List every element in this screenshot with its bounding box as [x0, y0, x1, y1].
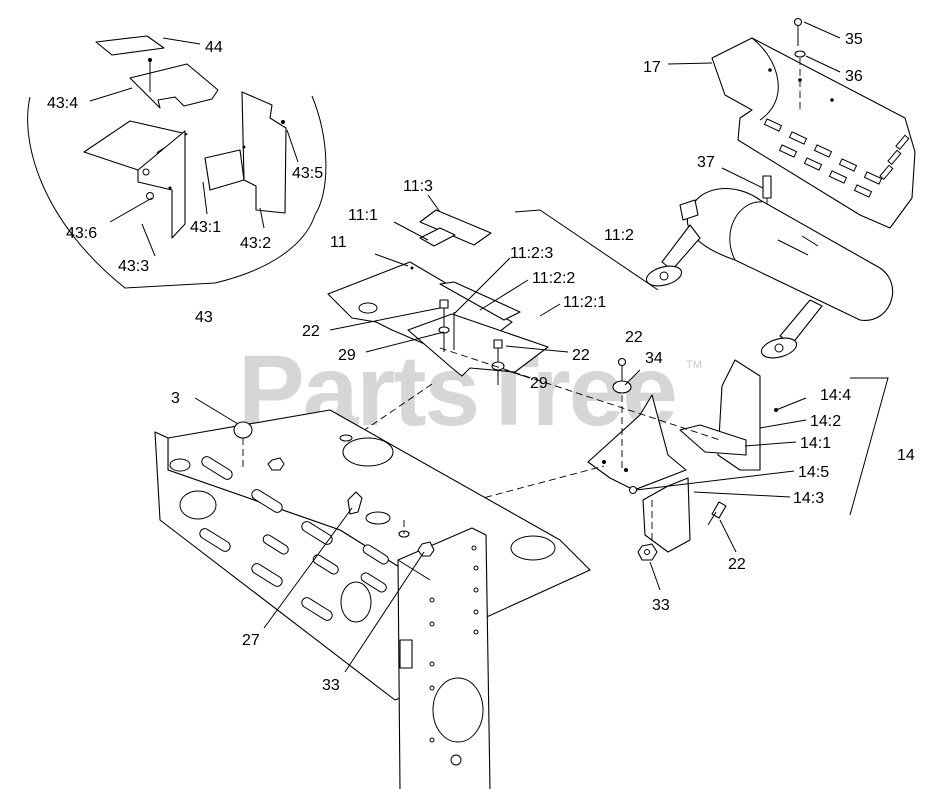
callout-29-a: 29 — [338, 347, 356, 364]
part-43-4-plate — [129, 63, 219, 109]
part-43-2-panel — [241, 91, 287, 214]
callout-36: 36 — [845, 68, 863, 85]
part-11-1-decal — [419, 227, 456, 247]
callout-29-b: 29 — [530, 375, 548, 392]
callout-22-c: 22 — [625, 329, 643, 346]
muffler-outlet-pipe — [779, 299, 823, 345]
callout-22-b: 22 — [572, 347, 590, 364]
callout-34: 34 — [645, 350, 663, 367]
callout-14-3: 14:3 — [793, 490, 824, 507]
callout-33-b: 33 — [322, 677, 340, 694]
part-14-5-nut — [629, 486, 637, 494]
callout-35: 35 — [845, 31, 863, 48]
part-43-1-strap — [204, 149, 245, 191]
callout-11-3: 11:3 — [403, 178, 433, 195]
muffler-group — [645, 17, 916, 359]
muffler-inlet-pipe — [661, 224, 701, 271]
part-3-knob — [233, 421, 253, 439]
callout-14-2: 14:2 — [810, 413, 841, 430]
frame-rail-cutouts — [169, 456, 389, 623]
part-34-grommet — [612, 380, 632, 394]
assembly-14 — [349, 347, 889, 561]
callout-11-2-1: 11:2:1 — [563, 294, 606, 311]
callout-11-2-2: 11:2:2 — [532, 270, 575, 287]
callout-11-1: 11:1 — [348, 207, 378, 224]
callout-11: 11 — [330, 234, 347, 251]
callout-14-1: 14:1 — [800, 435, 831, 452]
part-33-nut-b — [417, 541, 435, 557]
callout-11-2: 11:2 — [604, 227, 634, 244]
partstree-watermark-tm: TM — [686, 359, 702, 371]
assembly-43 — [27, 35, 327, 289]
callout-43-2: 43:2 — [240, 235, 271, 252]
callout-33-a: 33 — [652, 597, 670, 614]
callout-labels: 44 43:4 43:5 43:6 43:1 43:2 43:3 43 11:3… — [47, 31, 915, 694]
part-37-spacer — [762, 175, 772, 199]
callout-43-3: 43:3 — [118, 258, 149, 275]
callout-14: 14 — [897, 447, 915, 464]
part-14-3-panel — [642, 477, 691, 553]
part-22-bolt-d — [711, 501, 727, 519]
callout-11-2-3: 11:2:3 — [510, 245, 553, 262]
callout-43-1: 43:1 — [190, 219, 221, 236]
callout-43: 43 — [195, 309, 213, 326]
frame-nut-top — [267, 457, 285, 471]
part-22-bolt-c-head — [617, 357, 627, 367]
callout-17: 17 — [643, 59, 661, 76]
callout-14-5: 14:5 — [798, 464, 829, 481]
part-44-decal — [95, 35, 165, 56]
callout-44: 44 — [205, 39, 223, 56]
callout-22-d: 22 — [728, 556, 746, 573]
callout-14-4: 14:4 — [820, 387, 851, 404]
frame-assembly — [154, 409, 591, 789]
callout-43-4: 43:4 — [47, 95, 78, 112]
callout-leaders — [89, 21, 841, 673]
callout-43-5: 43:5 — [292, 165, 323, 182]
part-35-bolt-head — [793, 17, 803, 27]
part-36-washer — [794, 50, 806, 58]
callout-3: 3 — [171, 390, 180, 407]
callout-22-a: 22 — [302, 323, 320, 340]
part-14-bracket — [587, 394, 687, 491]
callout-27: 27 — [242, 632, 260, 649]
front-panel-holes — [429, 545, 479, 743]
part-43-6-panel — [137, 130, 186, 239]
part-17-heat-shield — [711, 37, 916, 229]
callout-37: 37 — [697, 154, 715, 171]
part-11-3-decal — [419, 209, 492, 246]
heat-shield-slots — [763, 118, 910, 198]
callout-43-6: 43:6 — [66, 225, 97, 242]
assembly-11 — [327, 209, 659, 385]
